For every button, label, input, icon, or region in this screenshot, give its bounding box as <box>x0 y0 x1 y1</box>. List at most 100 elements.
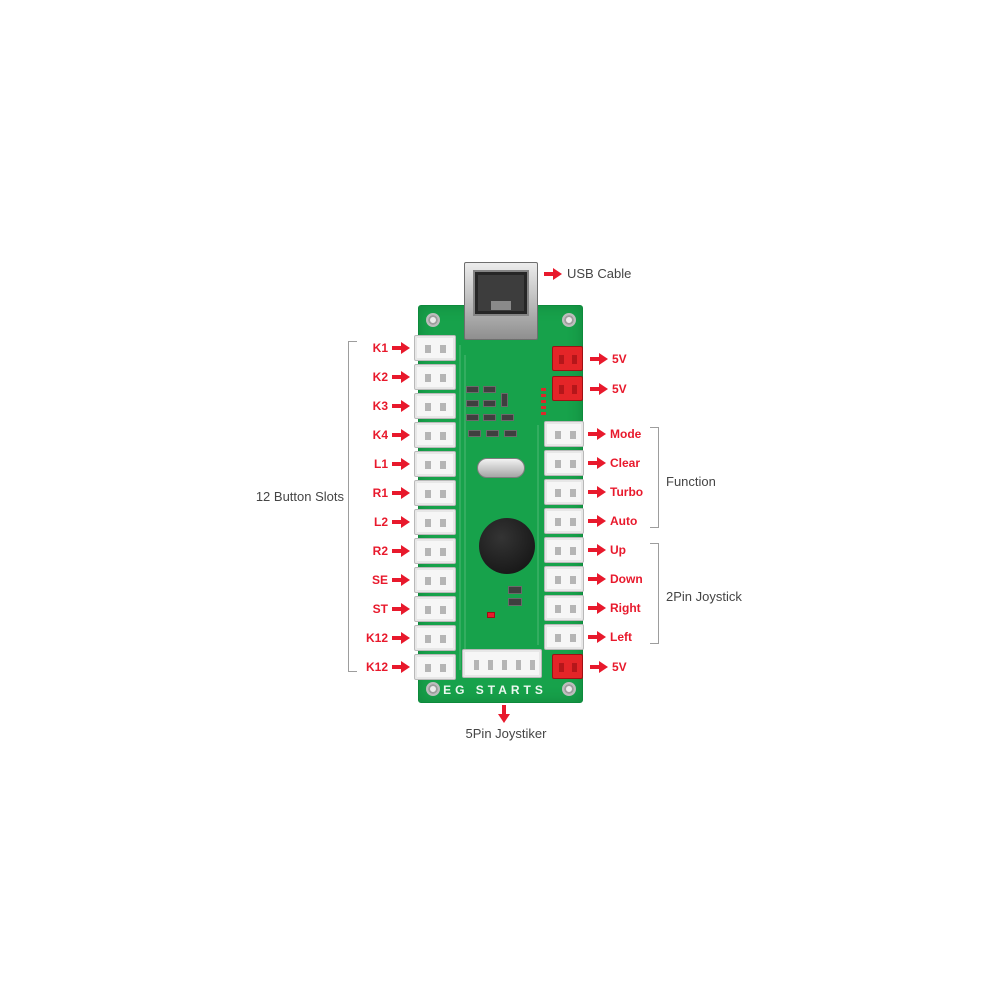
left-port-row: R1 <box>356 478 456 507</box>
port-label: L2 <box>373 514 388 529</box>
connector-2pin <box>414 334 456 361</box>
left-port-row: K1 <box>356 333 456 362</box>
arrow-right-icon <box>590 660 608 673</box>
usb-port-tab <box>491 301 511 310</box>
connector-2pin <box>544 536 584 563</box>
mounting-hole <box>562 682 576 696</box>
arrow-right-icon <box>392 370 410 383</box>
connector-2pin <box>414 421 456 448</box>
arrow-right-icon <box>392 486 410 499</box>
connector-2pin <box>544 420 584 447</box>
arrow-right-icon <box>590 382 608 395</box>
right-port-column: Mode Clear Turbo Auto Up Down Right Left <box>544 419 643 651</box>
right-port-row: Down <box>544 564 643 593</box>
usb-annotation: USB Cable <box>544 266 631 281</box>
power-port-row: 5V <box>552 346 627 371</box>
connector-2pin <box>414 595 456 622</box>
port-label: SE <box>371 572 388 587</box>
left-port-row: K3 <box>356 391 456 420</box>
arrow-right-icon <box>588 630 606 643</box>
smd-component <box>508 586 522 594</box>
right-port-row: Up <box>544 535 643 564</box>
connector-2pin <box>414 508 456 535</box>
smd-component <box>468 430 481 437</box>
bottom-connector-label: 5Pin Joystiker <box>465 726 547 741</box>
left-group-bracket <box>348 341 357 672</box>
arrow-right-icon <box>588 427 606 440</box>
port-label: K2 <box>372 369 388 384</box>
connector-2pin <box>544 623 584 650</box>
mounting-hole <box>426 682 440 696</box>
connector-2pin <box>414 450 456 477</box>
left-port-row: R2 <box>356 536 456 565</box>
smd-component <box>501 393 508 407</box>
left-port-row: K12 <box>356 652 456 681</box>
left-port-row: K4 <box>356 420 456 449</box>
connector-2pin <box>544 507 584 534</box>
port-label: Up <box>610 542 626 557</box>
arrow-right-icon <box>392 428 410 441</box>
port-label: 5V <box>612 381 627 396</box>
arrow-right-icon <box>588 485 606 498</box>
port-label: Mode <box>610 426 642 441</box>
connector-power <box>552 376 583 401</box>
port-label: K3 <box>372 398 388 413</box>
right-port-row: Mode <box>544 419 643 448</box>
smd-component <box>483 414 496 421</box>
port-label: L1 <box>373 456 388 471</box>
smd-component <box>501 414 514 421</box>
port-label: ST <box>372 601 388 616</box>
power-port-row: 5V <box>552 376 627 401</box>
connector-2pin <box>544 565 584 592</box>
left-port-row: K12 <box>356 623 456 652</box>
connector-2pin <box>544 594 584 621</box>
arrow-right-icon <box>588 514 606 527</box>
arrow-right-icon <box>544 267 562 280</box>
connector-2pin <box>414 392 456 419</box>
port-label: Turbo <box>610 484 644 499</box>
smd-component <box>486 430 499 437</box>
connector-5pin-joystick <box>462 649 542 678</box>
port-label: R2 <box>372 543 388 558</box>
connector-2pin <box>414 566 456 593</box>
port-label: R1 <box>372 485 388 500</box>
smd-component <box>483 400 496 407</box>
power-port-row: 5V <box>552 654 627 679</box>
right-port-row: Auto <box>544 506 643 535</box>
led-indicator <box>487 612 495 618</box>
arrow-right-icon <box>392 544 410 557</box>
port-label: K12 <box>365 630 388 645</box>
function-group-bracket <box>650 427 659 528</box>
left-port-row: ST <box>356 594 456 623</box>
joystick-group-label: 2Pin Joystick <box>666 589 742 604</box>
connector-power <box>552 346 583 371</box>
port-label: Down <box>610 571 643 586</box>
chip-blob <box>479 518 535 574</box>
arrow-right-icon <box>392 602 410 615</box>
arrow-right-icon <box>392 341 410 354</box>
port-label: K12 <box>365 659 388 674</box>
arrow-right-icon <box>392 573 410 586</box>
port-label: Clear <box>610 455 641 470</box>
usb-label: USB Cable <box>567 266 632 281</box>
left-port-row: L1 <box>356 449 456 478</box>
port-label: Auto <box>610 513 638 528</box>
function-group-label: Function <box>666 474 716 489</box>
connector-2pin <box>414 653 456 680</box>
connector-2pin <box>544 478 584 505</box>
connector-power <box>552 654 583 679</box>
connector-2pin <box>414 537 456 564</box>
right-port-row: Clear <box>544 448 643 477</box>
connector-2pin <box>414 479 456 506</box>
silkscreen-brand: EG STARTS <box>443 683 547 697</box>
arrow-right-icon <box>588 456 606 469</box>
arrow-right-icon <box>392 631 410 644</box>
port-label: K4 <box>372 427 388 442</box>
connector-2pin <box>544 449 584 476</box>
left-port-row: SE <box>356 565 456 594</box>
right-port-row: Left <box>544 622 643 651</box>
smd-component <box>466 400 479 407</box>
arrow-right-icon <box>590 352 608 365</box>
right-port-row: Right <box>544 593 643 622</box>
